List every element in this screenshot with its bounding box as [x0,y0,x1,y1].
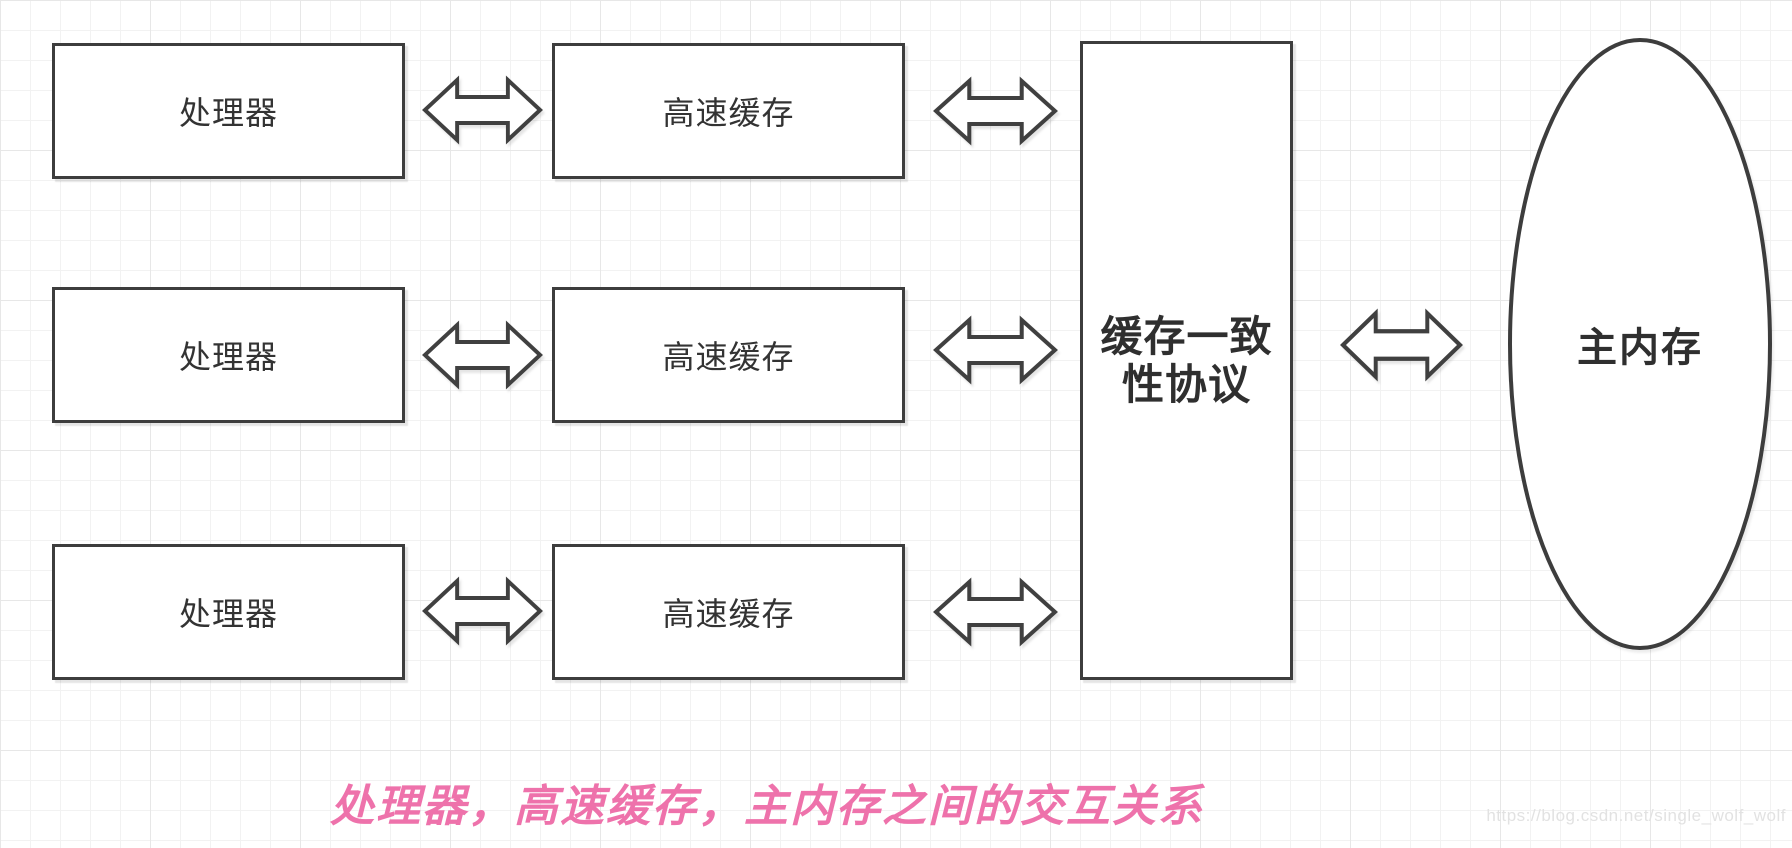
coherence-protocol-label: 缓存一致 性协议 [1100,312,1273,408]
cache-box-2: 高速缓存 [552,287,905,423]
double-arrow-icon [933,315,1058,385]
double-arrow-icon [422,75,543,145]
processor-box-3: 处理器 [52,544,405,680]
main-memory-ellipse: 主内存 [1505,34,1775,654]
processor-label-3: 处理器 [178,596,278,632]
cache-box-3: 高速缓存 [552,544,905,680]
double-arrow-icon [933,76,1058,146]
cache-box-1: 高速缓存 [552,43,905,179]
double-arrow-icon [422,576,543,646]
diagram-caption: 处理器，高速缓存，主内存之间的交互关系 [330,782,1204,831]
main-memory-label: 主内存 [1577,326,1703,370]
double-arrow-icon [1340,308,1463,382]
processor-label-2: 处理器 [178,339,278,375]
watermark-url: https://blog.csdn.net/single_wolf_wolf [1486,806,1786,825]
ellipse-shape [1508,38,1772,650]
cache-label-1: 高速缓存 [662,95,795,131]
double-arrow-icon [933,577,1058,647]
processor-box-1: 处理器 [52,43,405,179]
cache-label-3: 高速缓存 [662,596,795,632]
cache-label-2: 高速缓存 [662,339,795,375]
processor-box-2: 处理器 [52,287,405,423]
coherence-protocol-box: 缓存一致 性协议 [1080,41,1293,680]
processor-label-1: 处理器 [178,95,278,131]
double-arrow-icon [422,320,543,390]
